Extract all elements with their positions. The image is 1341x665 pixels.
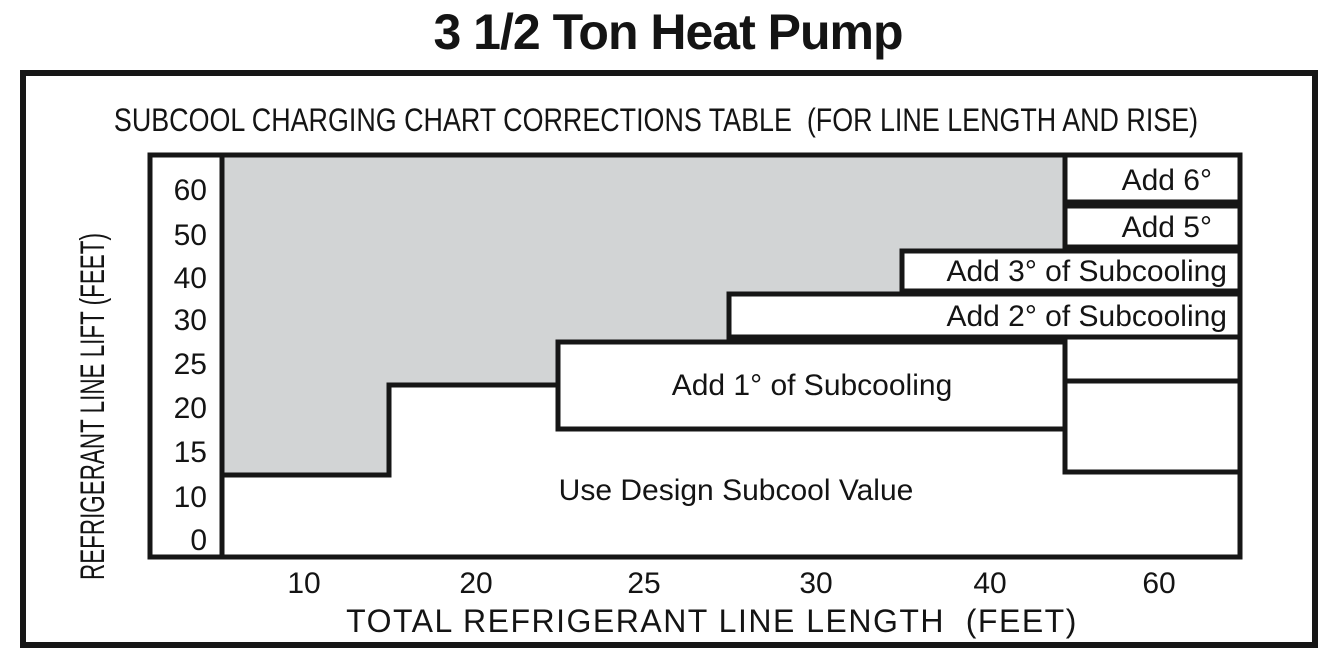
y-tick-50: 50 [174, 219, 207, 252]
x-tick-60: 60 [1142, 567, 1175, 600]
y-tick-40: 40 [174, 262, 207, 295]
y-tick-15: 15 [174, 436, 207, 469]
y-axis-title: REFRIGERANT LINE LIFT (FEET) [74, 233, 112, 580]
region-box-add3 [899, 248, 1243, 294]
x-tick-25: 25 [627, 567, 660, 600]
y-tick-20: 20 [174, 392, 207, 425]
figure-title: 3 1/2 Ton Heat Pump [433, 4, 902, 60]
region-label-add5: Add 5° [1122, 211, 1212, 244]
y-tick-10: 10 [174, 481, 207, 514]
region-label-add3: Add 3° of Subcooling [946, 255, 1227, 288]
region-box-add2 [726, 291, 1243, 340]
y-tick-60: 60 [174, 174, 207, 207]
region-box-add6 [1062, 152, 1243, 205]
region-label-use-design: Use Design Subcool Value [559, 474, 914, 507]
x-tick-40: 40 [973, 567, 1006, 600]
y-tick-column [147, 152, 225, 560]
region-box-add5 [1062, 203, 1243, 250]
y-tick-25: 25 [174, 348, 207, 381]
x-axis-title: TOTAL REFRIGERANT LINE LENGTH (FEET) [346, 603, 1078, 639]
step-line-use-design-right [1062, 427, 1240, 475]
x-tick-30: 30 [799, 567, 832, 600]
chart-subtitle: SUBCOOL CHARGING CHART CORRECTIONS TABLE… [114, 103, 1198, 139]
y-tick-30: 30 [174, 304, 207, 337]
region-box-add1 [555, 339, 1068, 432]
region-label-add1: Add 1° of Subcooling [672, 369, 953, 402]
x-tick-10: 10 [287, 567, 320, 600]
region-label-add6: Add 6° [1122, 164, 1212, 197]
x-tick-20: 20 [459, 567, 492, 600]
region-label-add2: Add 2° of Subcooling [946, 300, 1227, 333]
y-tick-0: 0 [190, 524, 207, 557]
